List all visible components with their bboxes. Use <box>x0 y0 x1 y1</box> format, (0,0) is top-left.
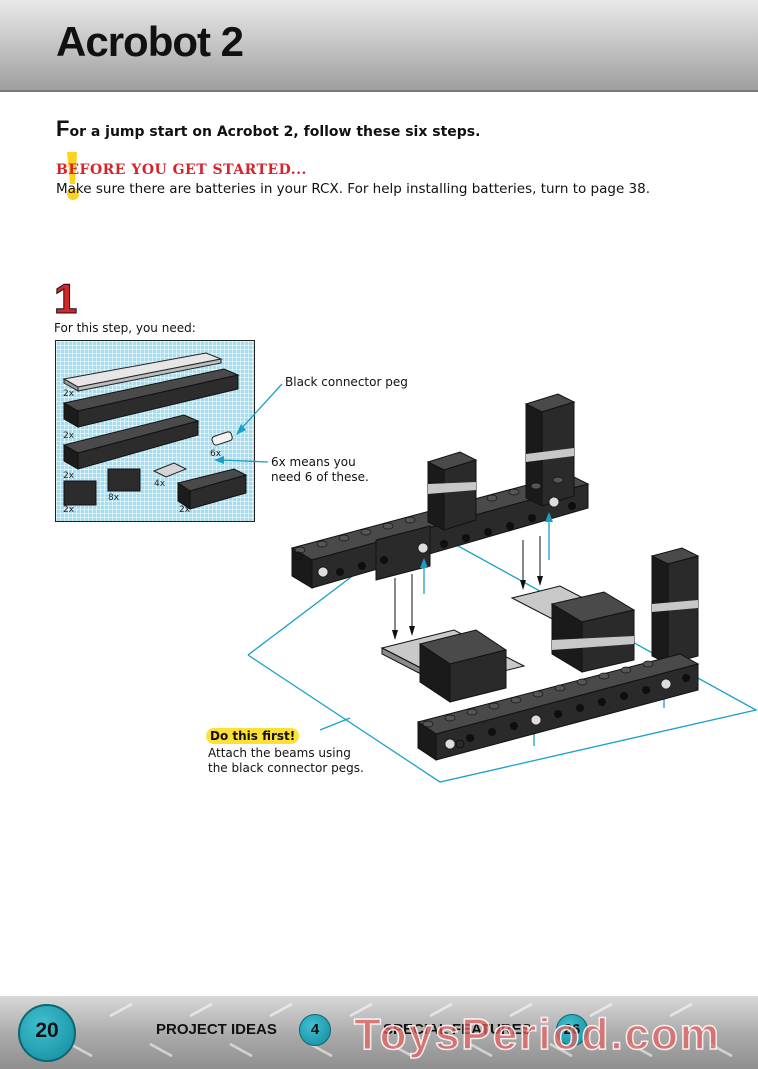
connector-peg-callout: Black connector peg <box>285 375 408 389</box>
do-this-first-highlight: Do this first! <box>206 728 300 744</box>
qty-label: 2x <box>63 431 75 441</box>
qty-label: 2x <box>179 505 191 515</box>
intro-text: For a jump start on Acrobot 2, follow th… <box>56 116 480 142</box>
six-x-callout-line2: need 6 of these. <box>271 470 369 484</box>
watermark-text: ToysPeriod.com <box>353 1009 722 1060</box>
nav-special-features-number[interactable]: 26 <box>563 1021 581 1038</box>
page-footer <box>0 996 758 1069</box>
page-number-badge <box>18 1004 76 1062</box>
nav-project-ideas-number[interactable]: 4 <box>310 1021 320 1038</box>
nav-special-features-link[interactable]: SPECIAL FEATURES <box>383 1021 532 1038</box>
intro-rest: or a jump start on Acrobot 2, follow the… <box>69 124 481 140</box>
attach-line1: Attach the beams using <box>208 746 351 760</box>
attach-instructions: Attach the beams using the black connect… <box>208 746 378 776</box>
nav-project-ideas-badge[interactable] <box>299 1014 331 1046</box>
attach-line2: the black connector pegs. <box>208 761 364 775</box>
exclamation-icon <box>67 152 79 200</box>
page-number: 20 <box>35 1019 59 1042</box>
before-you-start-heading: BEFORE YOU GET STARTED... <box>56 162 307 178</box>
page-header: Acrobot 2 <box>0 0 758 92</box>
nav-project-ideas-link[interactable]: PROJECT IDEAS <box>156 1021 277 1038</box>
qty-label: 2x <box>63 505 75 515</box>
page-title: Acrobot 2 <box>56 18 244 65</box>
parts-illustration <box>62 352 248 510</box>
before-you-start-text: Make sure there are batteries in your RC… <box>56 181 651 197</box>
step-number: 1 <box>53 275 78 322</box>
parts-list-box: 2x 2x 2x 6x 2x 8x 4x 2x <box>55 340 255 522</box>
nav-special-features-badge[interactable] <box>556 1014 588 1046</box>
six-x-callout-line1: 6x means you <box>271 455 356 469</box>
step-need-label: For this step, you need: <box>54 321 196 335</box>
qty-label: 6x <box>210 449 222 459</box>
qty-label: 8x <box>108 493 120 503</box>
qty-label: 4x <box>154 479 166 489</box>
qty-label: 2x <box>63 471 75 481</box>
intro-drop-cap: F <box>56 116 70 141</box>
qty-label: 2x <box>63 389 75 399</box>
